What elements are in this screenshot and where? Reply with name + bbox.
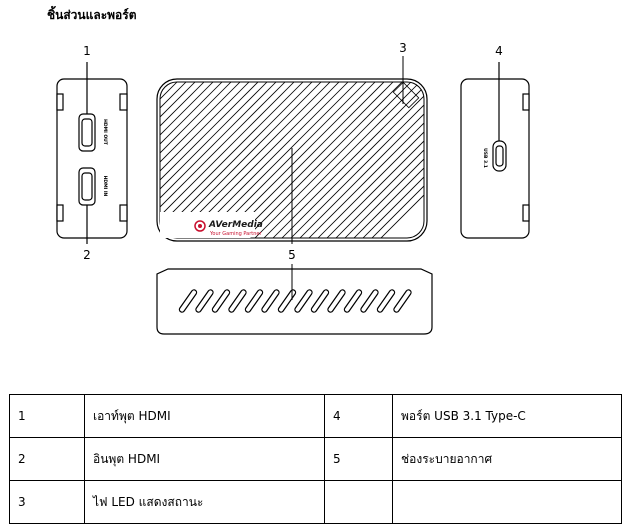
vent-slot <box>195 289 214 313</box>
hatch-line <box>160 82 424 238</box>
hatch-line <box>160 178 424 238</box>
table-row: 3 ไฟ LED แสดงสถานะ <box>9 480 622 524</box>
vent-slot <box>277 289 297 313</box>
hatch-line <box>160 151 424 238</box>
port-label-usb: USB 3.1 <box>482 148 488 168</box>
hatch-line <box>160 82 424 238</box>
hatch-line <box>160 82 424 209</box>
part-number: 2 <box>9 437 85 481</box>
callout-leaders <box>291 56 404 300</box>
hatch-line <box>160 169 424 238</box>
part-description: ไฟ LED แสดงสถานะ <box>84 480 325 524</box>
hatch-line <box>160 82 424 238</box>
vent-slot <box>376 289 396 313</box>
vent-slot <box>178 289 198 313</box>
vent-hatch-pattern <box>160 82 424 238</box>
vent-slot <box>228 289 247 313</box>
part-number: 1 <box>9 394 85 438</box>
brand-logo <box>194 220 206 232</box>
hatch-line <box>160 82 424 146</box>
hatch-line <box>160 82 424 236</box>
callout-3: 3 <box>399 41 407 55</box>
hatch-line <box>160 82 424 155</box>
part-description: อินพุต HDMI <box>84 437 325 481</box>
hatch-line <box>160 133 424 238</box>
vent-slot <box>360 289 379 313</box>
hatch-line <box>160 82 424 182</box>
hatch-line <box>160 97 424 238</box>
vent-slots <box>178 289 412 313</box>
part-number: 5 <box>324 437 393 481</box>
vent-slot <box>343 289 363 313</box>
left-side-view <box>56 62 128 244</box>
vent-slot <box>393 289 412 313</box>
hatch-line <box>160 160 424 238</box>
table-row: 1 เอาท์พุต HDMI 4 พอร์ต USB 3.1 Type-C <box>9 394 622 438</box>
hatch-line <box>160 82 424 238</box>
hatch-line <box>160 115 424 238</box>
part-description: เอาท์พุต HDMI <box>84 394 325 438</box>
part-description: ช่องระบายอากาศ <box>392 437 622 481</box>
hatch-line <box>160 82 424 238</box>
callout-4: 4 <box>495 44 503 58</box>
hatch-line <box>160 82 424 227</box>
callout-1: 1 <box>83 44 91 58</box>
callout-5-top: 5 <box>288 248 296 262</box>
vent-slot <box>294 289 313 313</box>
section-title: ชิ้นส่วนและพอร์ต <box>47 8 137 22</box>
hatch-line <box>160 88 424 238</box>
table-row: 2 อินพุต HDMI 5 ช่องระบายอากาศ <box>9 437 622 481</box>
hatch-line <box>160 82 424 238</box>
hatch-line <box>160 82 424 238</box>
part-description <box>392 480 622 524</box>
hatch-line <box>160 82 424 238</box>
hatch-line <box>160 106 424 238</box>
hatch-line <box>160 82 424 238</box>
port-label-hdmi-in: HDMI IN <box>102 176 108 197</box>
brand-tagline: Your Gaming Partner <box>209 231 263 237</box>
hatch-line <box>160 82 424 164</box>
hatch-line <box>160 82 424 191</box>
hatch-line <box>160 124 424 238</box>
status-led <box>392 81 420 109</box>
vent-slot <box>310 289 330 313</box>
vent-slot <box>261 289 280 313</box>
hatch-line <box>160 82 424 200</box>
vent-slot <box>211 289 231 313</box>
parts-table: 1 เอาท์พุต HDMI 4 พอร์ต USB 3.1 Type-C 2… <box>9 394 622 524</box>
port-label-hdmi-out: HDMI OUT <box>102 119 108 146</box>
hatch-line <box>160 82 424 137</box>
part-description: พอร์ต USB 3.1 Type-C <box>392 394 622 438</box>
device-diagram: HDMI OUT HDMI IN AVerMedia Your Gaming P… <box>56 41 530 335</box>
hatch-line <box>160 82 424 173</box>
hatch-line <box>160 82 424 238</box>
callout-2: 2 <box>83 248 91 262</box>
hatch-line <box>160 82 424 238</box>
hatch-line <box>160 82 424 238</box>
vent-slot <box>327 289 346 313</box>
part-number: 3 <box>9 480 85 524</box>
vent-slot <box>244 289 264 313</box>
right-side-view <box>460 62 530 239</box>
front-view <box>156 268 433 335</box>
part-number <box>324 480 393 524</box>
hatch-line <box>160 142 424 238</box>
part-number: 4 <box>324 394 393 438</box>
brand-logo-text: AVerMedia <box>208 220 263 230</box>
hatch-line <box>160 82 424 218</box>
